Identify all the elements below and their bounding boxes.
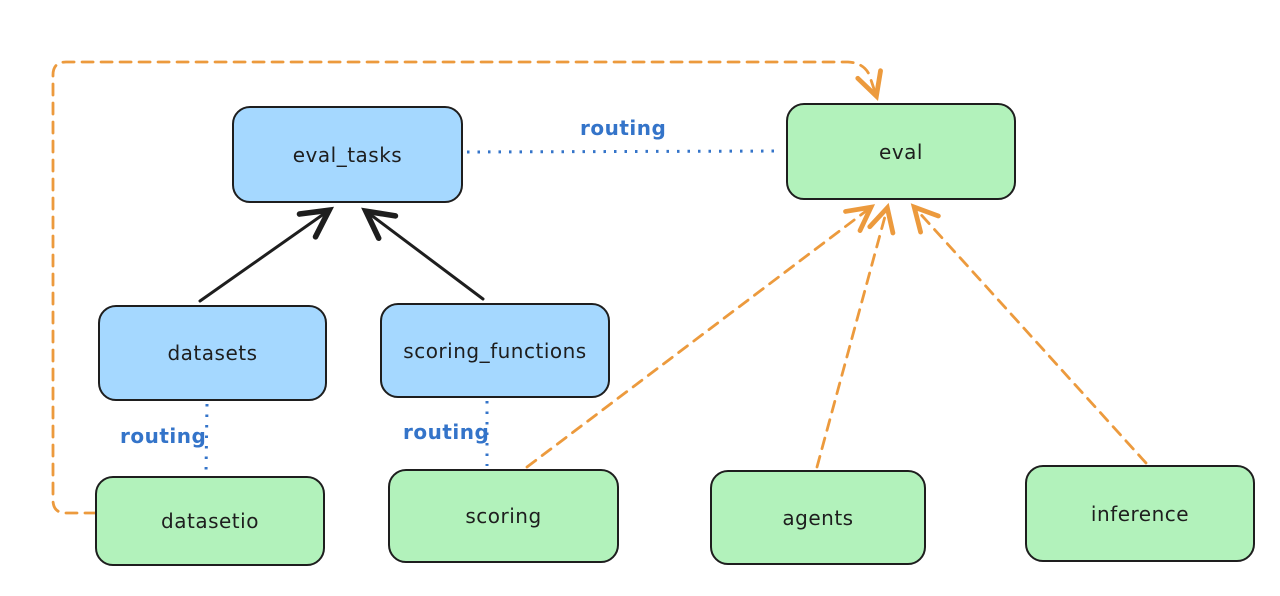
- edge-eval_tasks-to-eval-routing: [466, 149, 783, 154]
- node-inference: inference: [1025, 465, 1255, 562]
- node-datasetio-label: datasetio: [161, 509, 259, 533]
- edge-label-routing-datasets: routing: [120, 424, 207, 448]
- node-eval-tasks-label: eval_tasks: [292, 142, 403, 167]
- edge-label-routing-top: routing: [580, 116, 667, 140]
- node-eval-label: eval: [879, 139, 923, 164]
- edge-agents-to-eval: [815, 202, 896, 469]
- node-inference-label: inference: [1090, 501, 1190, 526]
- node-datasetio: datasetio: [95, 476, 325, 566]
- edge-datasetio-to-eval: [51, 60, 883, 515]
- edge-scoring-to-eval: [525, 204, 876, 469]
- node-datasets-label: datasets: [167, 341, 258, 365]
- node-agents-label: agents: [782, 505, 854, 530]
- node-eval: eval: [786, 103, 1016, 200]
- edge-scoring_functions-to-eval_tasks: [361, 207, 485, 301]
- node-scoring-functions: scoring_functions: [380, 303, 610, 398]
- node-scoring-functions-label: scoring_functions: [403, 338, 587, 363]
- node-scoring: scoring: [388, 469, 619, 563]
- node-scoring-label: scoring: [465, 504, 542, 528]
- edge-inference-to-eval: [910, 203, 1148, 465]
- edge-label-routing-scoring: routing: [403, 420, 490, 444]
- edge-datasets-to-datasetio-routing: [204, 403, 209, 474]
- node-eval-tasks: eval_tasks: [232, 106, 463, 203]
- edge-datasets-to-eval_tasks: [198, 206, 335, 303]
- node-datasets: datasets: [98, 305, 327, 401]
- node-agents: agents: [710, 470, 926, 565]
